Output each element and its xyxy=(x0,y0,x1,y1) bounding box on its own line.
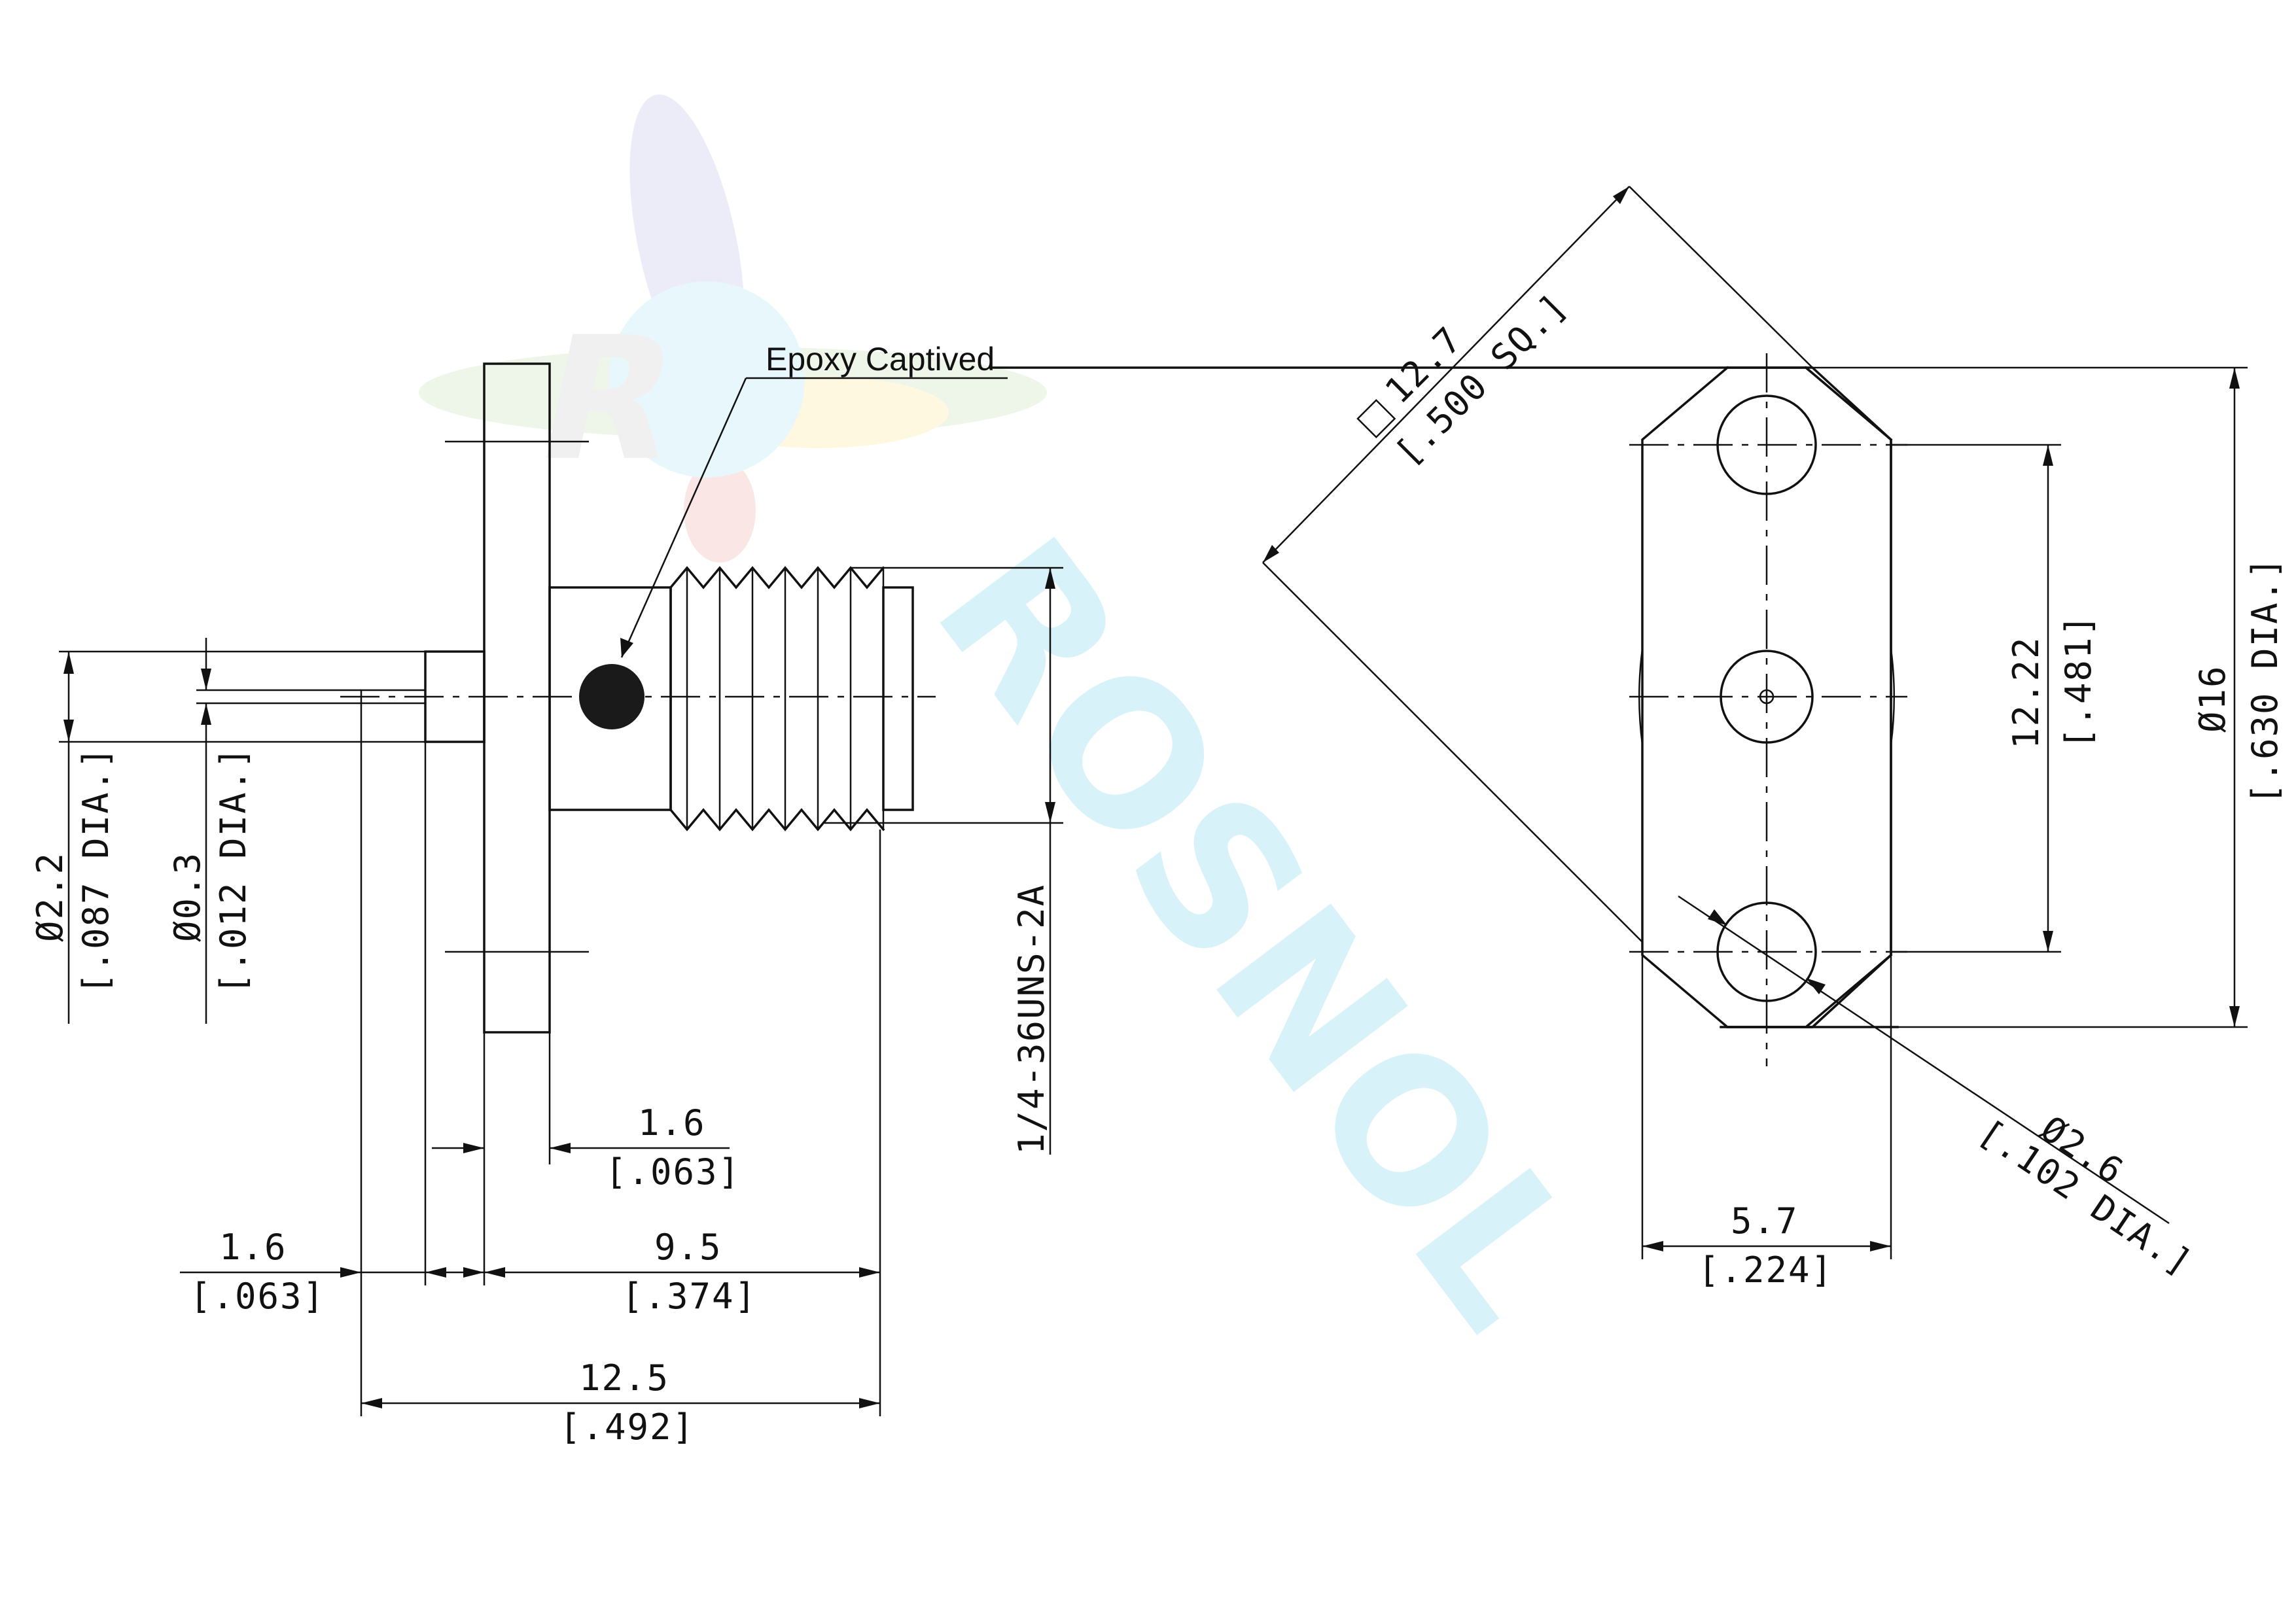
overall-len-in: [.492] xyxy=(559,1406,695,1448)
pin-dia-dim: Ø2.2 [.087 DIA.] xyxy=(29,650,425,1024)
body-len-dim: 9.5 [.374] xyxy=(484,1227,880,1317)
width-in: [.224] xyxy=(1698,1249,1833,1291)
square-symbol-icon xyxy=(1356,398,1396,439)
flange-dia-dim: Ø16 [.630 DIA.] xyxy=(1812,366,2286,1028)
side-view: Epoxy Captived Ø2.2 [.087 DIA.] Ø0.3 [.0… xyxy=(29,341,1063,1448)
thread-section xyxy=(669,566,914,831)
watermark-brand-text: ROSNOL xyxy=(892,499,1625,1368)
contact-dia-dim: Ø0.3 [.012 DIA.] xyxy=(167,638,361,1024)
hole-spacing-in: [.481] xyxy=(2058,614,2099,749)
flange-dia-in: [.630 DIA.] xyxy=(2244,556,2286,805)
watermark-logo-icon: R xyxy=(419,94,1047,563)
epoxy-note: Epoxy Captived xyxy=(766,341,995,377)
width-mm: 5.7 xyxy=(1731,1200,1799,1242)
contact-dia-in: [.012 DIA.] xyxy=(213,746,254,994)
overall-len-mm: 12.5 xyxy=(579,1357,669,1399)
pin-len-in: [.063] xyxy=(190,1276,325,1317)
epoxy-dot xyxy=(579,664,645,729)
flange-thk-in: [.063] xyxy=(605,1151,741,1193)
thread-dim: 1/4-36UNS-2A xyxy=(824,567,1063,1155)
pin-dia-in: [.087 DIA.] xyxy=(75,746,116,994)
pin-dia-mm: Ø2.2 xyxy=(29,852,71,942)
pin-len-mm: 1.6 xyxy=(219,1227,287,1268)
square-dim: 12.7 [.500 SQ.] xyxy=(1262,186,1813,943)
contact-dia-mm: Ø0.3 xyxy=(167,852,208,942)
body-len-in: [.374] xyxy=(622,1276,757,1317)
body-len-mm: 9.5 xyxy=(654,1227,722,1268)
overall-len-dim: 12.5 [.492] xyxy=(361,1357,880,1448)
flange-thk-mm: 1.6 xyxy=(638,1102,706,1143)
thread-spec: 1/4-36UNS-2A xyxy=(1011,884,1052,1155)
hole-spacing-mm: 12.22 xyxy=(2005,636,2047,749)
flange-dia-mm: Ø16 xyxy=(2192,665,2233,733)
flange-thk-dim: 1.6 [.063] xyxy=(432,1102,741,1193)
hole-spacing-dim: 12.22 [.481] xyxy=(1891,444,2099,953)
width-dim: 5.7 [.224] xyxy=(1641,955,1892,1291)
pin-len-dim: 1.6 [.063] xyxy=(180,1227,484,1317)
